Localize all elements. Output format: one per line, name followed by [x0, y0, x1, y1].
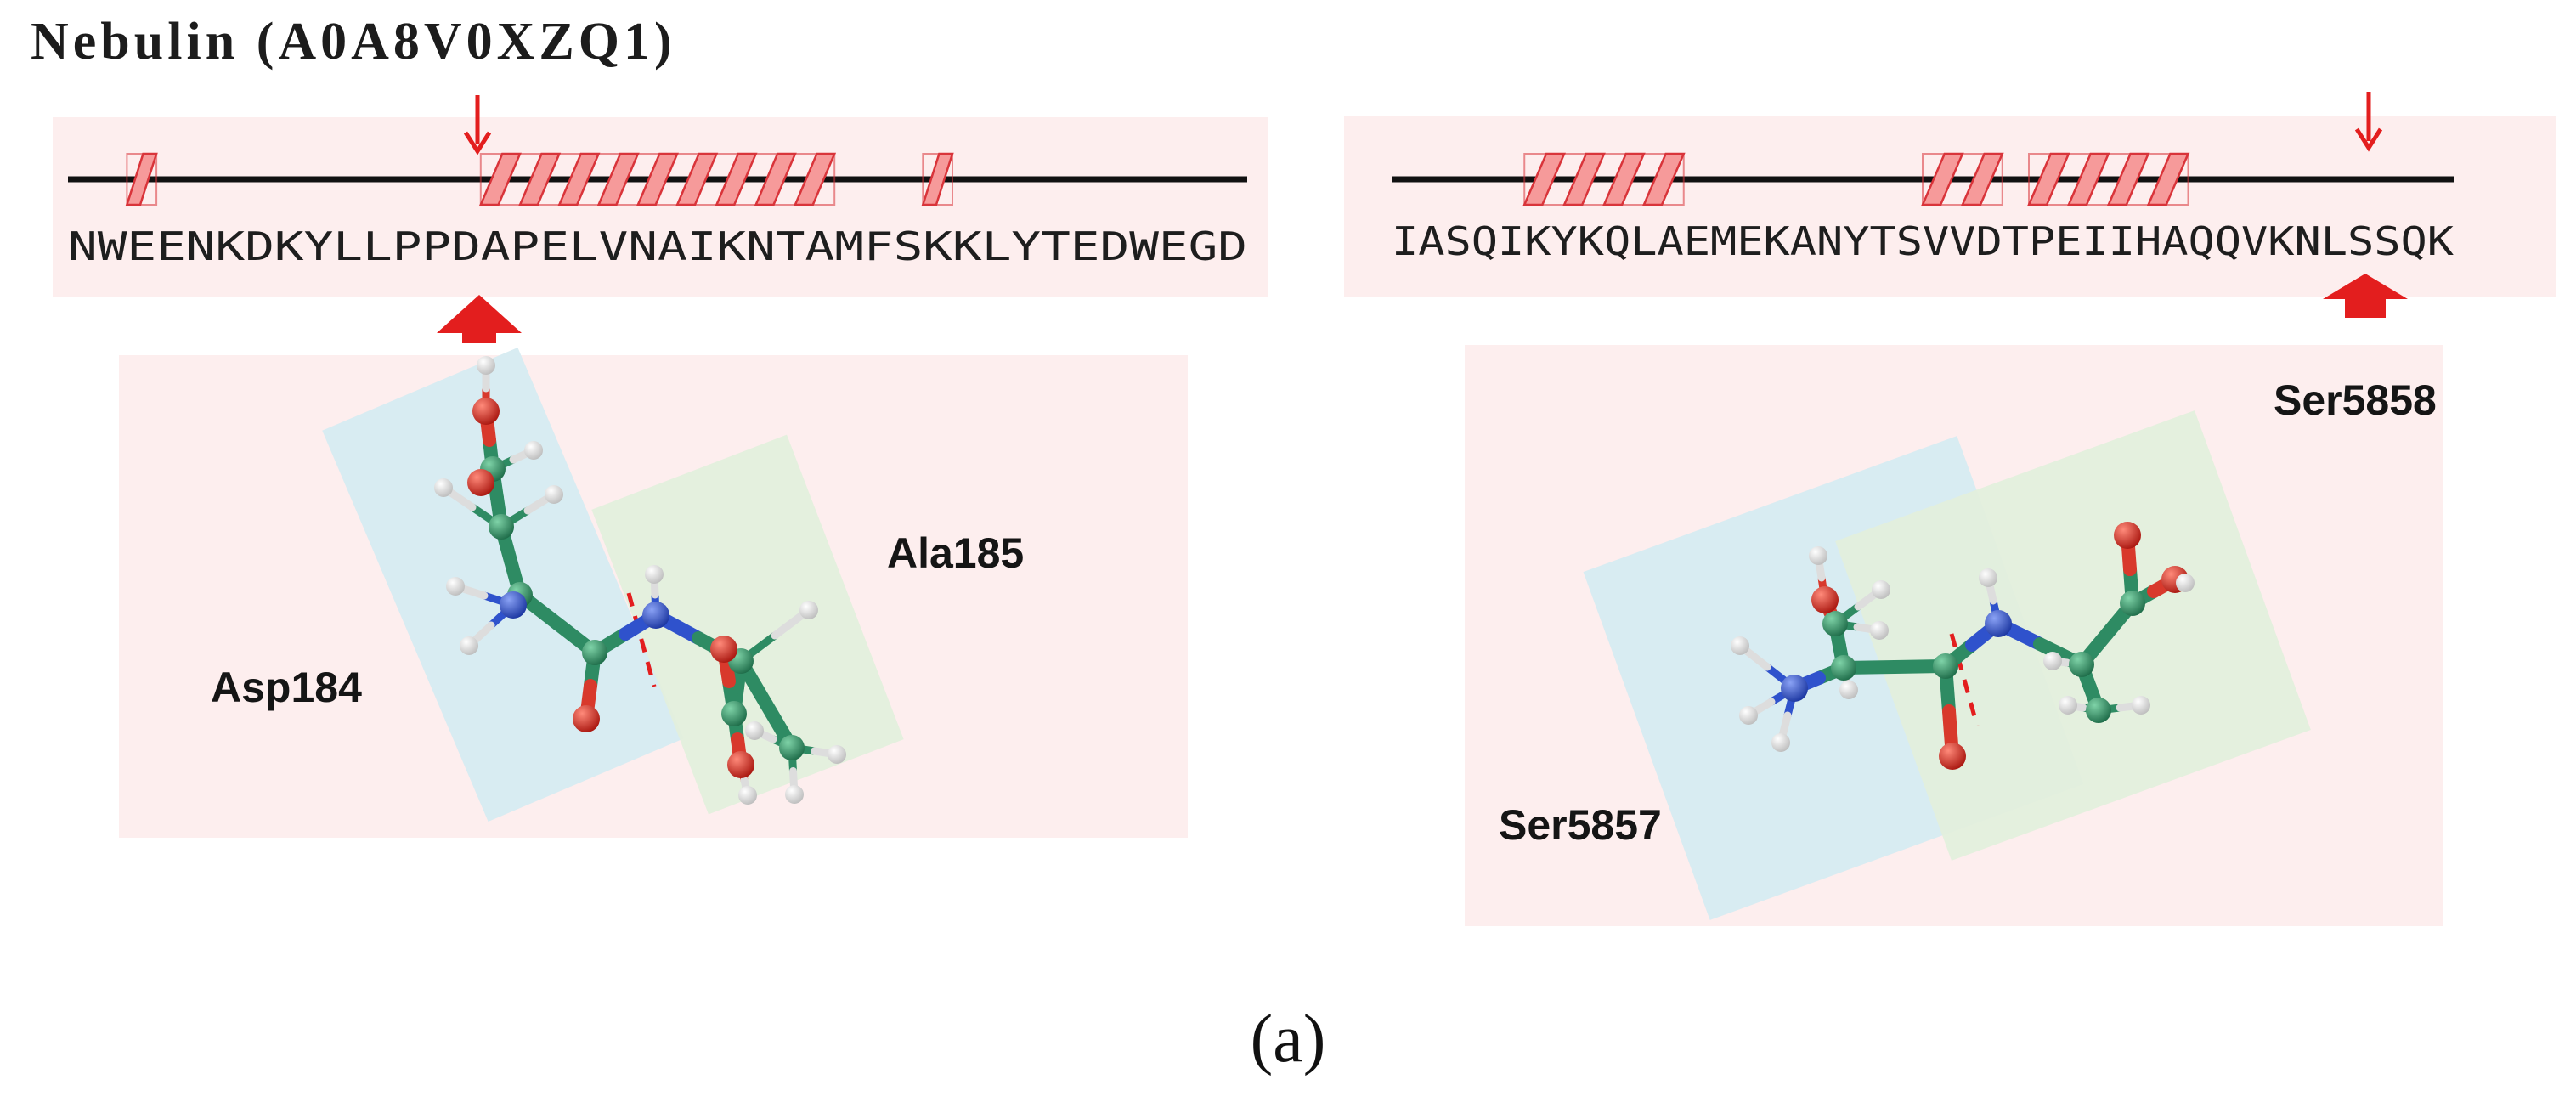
- left-atom-h: [446, 577, 465, 596]
- right-structure-panel: Ser5857 Ser5858: [1465, 345, 2443, 926]
- right-helix-3: [2027, 152, 2190, 206]
- right-residue-label-1: Ser5857: [1499, 801, 1662, 849]
- left-atom-c: [489, 514, 514, 540]
- left-atom-h: [738, 786, 757, 805]
- left-atom-o: [472, 398, 500, 425]
- right-atom-h: [1839, 681, 1858, 699]
- right-atom-n: [1781, 675, 1808, 702]
- right-helix-2: [1921, 152, 2004, 206]
- right-atom-h: [2132, 696, 2150, 715]
- left-position-arrow: [437, 295, 522, 343]
- left-atom-h: [828, 745, 846, 764]
- right-atom-c: [1822, 611, 1848, 636]
- left-atom-h: [645, 565, 664, 584]
- right-atom-c: [2069, 652, 2094, 677]
- right-sequence-panel: IASQIKYKQLAEMEKANYTSVVDTPEIIHAQQVKNLSSQK: [1344, 92, 2556, 318]
- right-atom-c: [2120, 591, 2145, 616]
- right-atom-h: [1979, 568, 1997, 587]
- right-atom-h: [2176, 574, 2195, 592]
- right-molecule: [1731, 522, 2195, 770]
- right-residue-label-2: Ser5858: [2274, 376, 2437, 424]
- right-atom-c: [1933, 653, 1958, 679]
- left-residue-label-2: Ala185: [887, 529, 1024, 577]
- left-helix-2: [478, 152, 837, 206]
- figure-title: Nebulin (A0A8V0XZQ1): [31, 13, 676, 71]
- left-atom-o: [727, 751, 754, 778]
- left-sequence-text: NWEENKDKYLLPPDAPELVNAIKNTAMFSKKLYTEDWEGD: [68, 223, 1247, 269]
- right-atom-c: [1831, 655, 1856, 681]
- right-sequence-panel-bg: [1344, 116, 2556, 297]
- left-atom-h: [460, 636, 478, 655]
- left-atom-h: [477, 356, 495, 375]
- right-cleavage-arrow-small: [2354, 92, 2383, 152]
- left-atom-o: [467, 469, 494, 496]
- right-atom-o: [1939, 743, 1966, 770]
- right-atom-h: [1809, 546, 1827, 565]
- left-green-box: [591, 434, 904, 815]
- left-helix-1: [125, 152, 158, 206]
- right-helix-group: [1522, 152, 2190, 206]
- right-atom-h: [1731, 636, 1749, 655]
- left-sequence-panel: NWEENKDKYLLPPDAPELVNAIKNTAMFSKKLYTEDWEGD: [53, 95, 1268, 343]
- left-helix-3: [921, 152, 954, 206]
- left-atom-o: [710, 636, 737, 663]
- left-atom-h: [545, 485, 563, 504]
- left-atom-c: [721, 701, 747, 726]
- left-molecule: [434, 356, 846, 805]
- right-atom-o: [2114, 522, 2141, 549]
- left-atom-o: [573, 705, 600, 732]
- left-atom-h: [434, 478, 453, 497]
- left-cleavage-arrow-small: [463, 95, 492, 155]
- right-atom-n: [1985, 610, 2012, 637]
- right-position-arrow: [2323, 274, 2408, 318]
- right-cleavage-dashed-line: [1949, 633, 1980, 726]
- left-sequence-panel-bg: [53, 117, 1268, 297]
- left-atom-h: [799, 601, 818, 619]
- right-atom-h: [1771, 733, 1790, 752]
- left-cleavage-dashed-line: [626, 592, 657, 687]
- left-atom-c: [779, 735, 805, 760]
- right-helix-1: [1522, 152, 1686, 206]
- left-atom-c: [582, 640, 607, 665]
- right-atom-h: [1739, 706, 1758, 725]
- left-helix-group: [125, 152, 954, 206]
- right-sequence-text: IASQIKYKQLAEMEKANYTSVVDTPEIIHAQQVKNLSSQK: [1392, 218, 2454, 264]
- left-residue-label-1: Asp184: [211, 664, 362, 711]
- right-atom-h: [1870, 621, 1889, 640]
- right-atom-o: [1811, 586, 1839, 613]
- left-atom-h: [745, 721, 764, 740]
- left-structure-panel: Asp184 Ala185: [119, 348, 1188, 838]
- left-atom-h: [524, 441, 543, 460]
- panel-label: (a): [1250, 1002, 1326, 1077]
- right-atom-h: [1872, 580, 1890, 599]
- right-atom-h: [2059, 696, 2077, 715]
- right-atom-c: [2086, 698, 2111, 723]
- right-atom-h: [2043, 652, 2062, 670]
- left-atom-n: [500, 591, 527, 619]
- left-atom-h: [785, 785, 804, 804]
- left-atom-n: [642, 602, 669, 629]
